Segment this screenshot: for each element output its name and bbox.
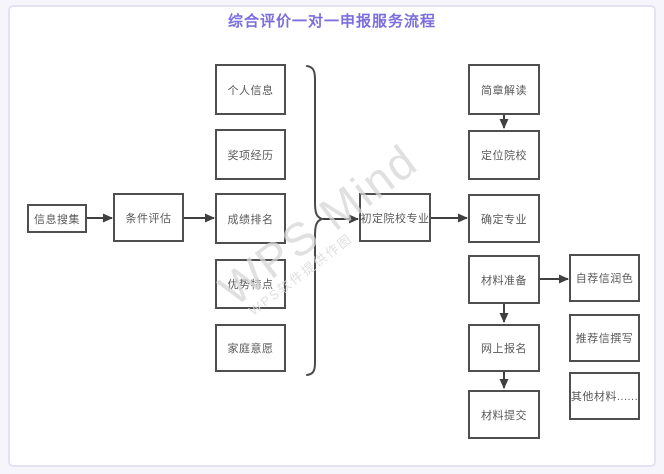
flow-node-advantage[interactable]: 优势特点 [215,259,286,309]
flow-node-self-letter[interactable]: 自荐信润色 [569,254,640,302]
flow-node-personal-info[interactable]: 个人信息 [215,64,286,115]
flow-node-grade-rank[interactable]: 成绩排名 [215,193,286,244]
flow-node-material-submit[interactable]: 材料提交 [468,390,540,439]
flow-node-info-collect[interactable]: 信息搜集 [27,204,87,233]
diagram-panel [8,5,656,467]
flow-node-initial-school[interactable]: 初定院校专业 [359,193,431,242]
brace-bracket [306,65,326,376]
flow-node-award-exp[interactable]: 奖项经历 [215,129,286,180]
page-title: 综合评价一对一申报服务流程 [227,13,436,30]
flow-node-material-prep[interactable]: 材料准备 [468,255,540,304]
flow-node-rec-letter[interactable]: 推荐信撰写 [569,314,640,362]
flow-node-other-material[interactable]: 其他材料...... [569,372,640,420]
flow-node-confirm-major[interactable]: 确定专业 [468,194,540,243]
flow-node-position-school[interactable]: 定位院校 [468,130,540,180]
flow-node-brochure[interactable]: 简章解读 [468,64,540,115]
flow-node-online-reg[interactable]: 网上报名 [468,324,540,372]
flow-node-family-wish[interactable]: 家庭意愿 [215,324,286,372]
flow-node-condition-eval[interactable]: 条件评估 [113,193,184,242]
